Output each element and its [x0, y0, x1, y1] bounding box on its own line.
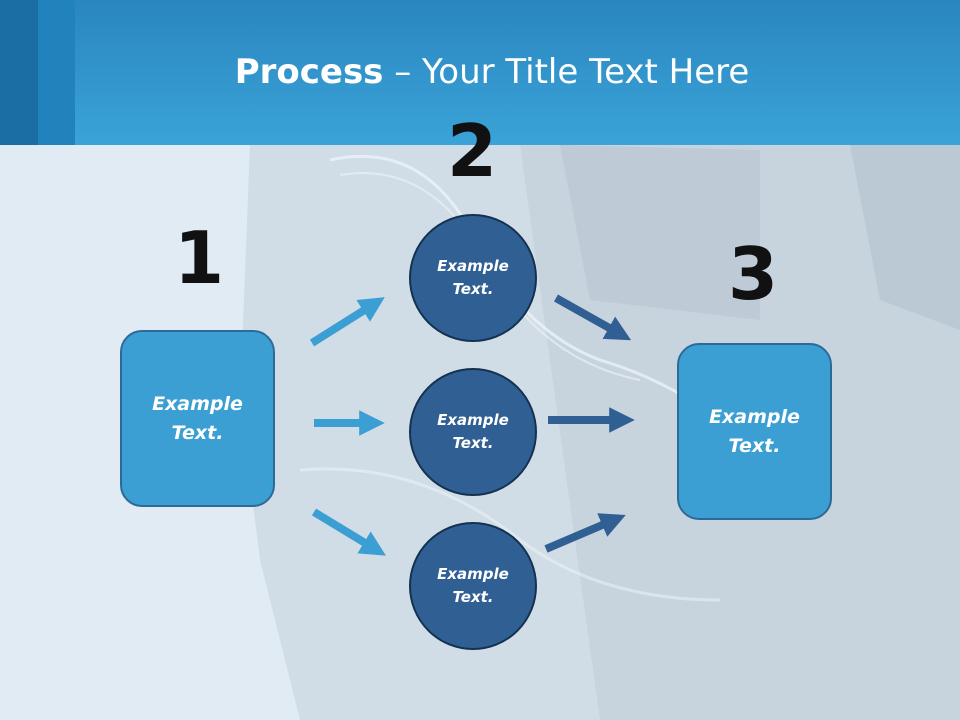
title-bar-accent-secondary [38, 0, 75, 145]
arrow-1-to-2-top [309, 297, 385, 347]
arrow-2-top-to-3 [554, 294, 632, 341]
title-rest: – Your Title Text Here [383, 52, 750, 92]
step-2-circle-middle-text: Example Text. [437, 411, 509, 452]
slide-title: Process – Your Title Text Here [0, 52, 960, 92]
arrow-1-to-2-bottom [311, 508, 386, 556]
title-bar: Process – Your Title Text Here [0, 0, 960, 145]
step-2-circle-bottom: Example Text. [409, 522, 537, 650]
step-1-box: Example Text. [120, 330, 275, 507]
step-2-circle-top-text: Example Text. [437, 257, 509, 298]
title-bold: Process [234, 52, 384, 92]
step-3-box: Example Text. [677, 343, 832, 520]
step-number-3: 3 [727, 232, 779, 316]
step-2-circle-top: Example Text. [409, 214, 537, 342]
step-number-1: 1 [173, 216, 225, 300]
step-3-text: Example Text. [709, 405, 800, 457]
arrow-2-bottom-to-3 [544, 513, 626, 553]
step-number-2: 2 [446, 109, 498, 193]
step-1-text: Example Text. [152, 392, 243, 444]
step-2-circle-bottom-text: Example Text. [437, 565, 509, 606]
title-bar-accent [0, 0, 38, 145]
step-2-circle-middle: Example Text. [409, 368, 537, 496]
